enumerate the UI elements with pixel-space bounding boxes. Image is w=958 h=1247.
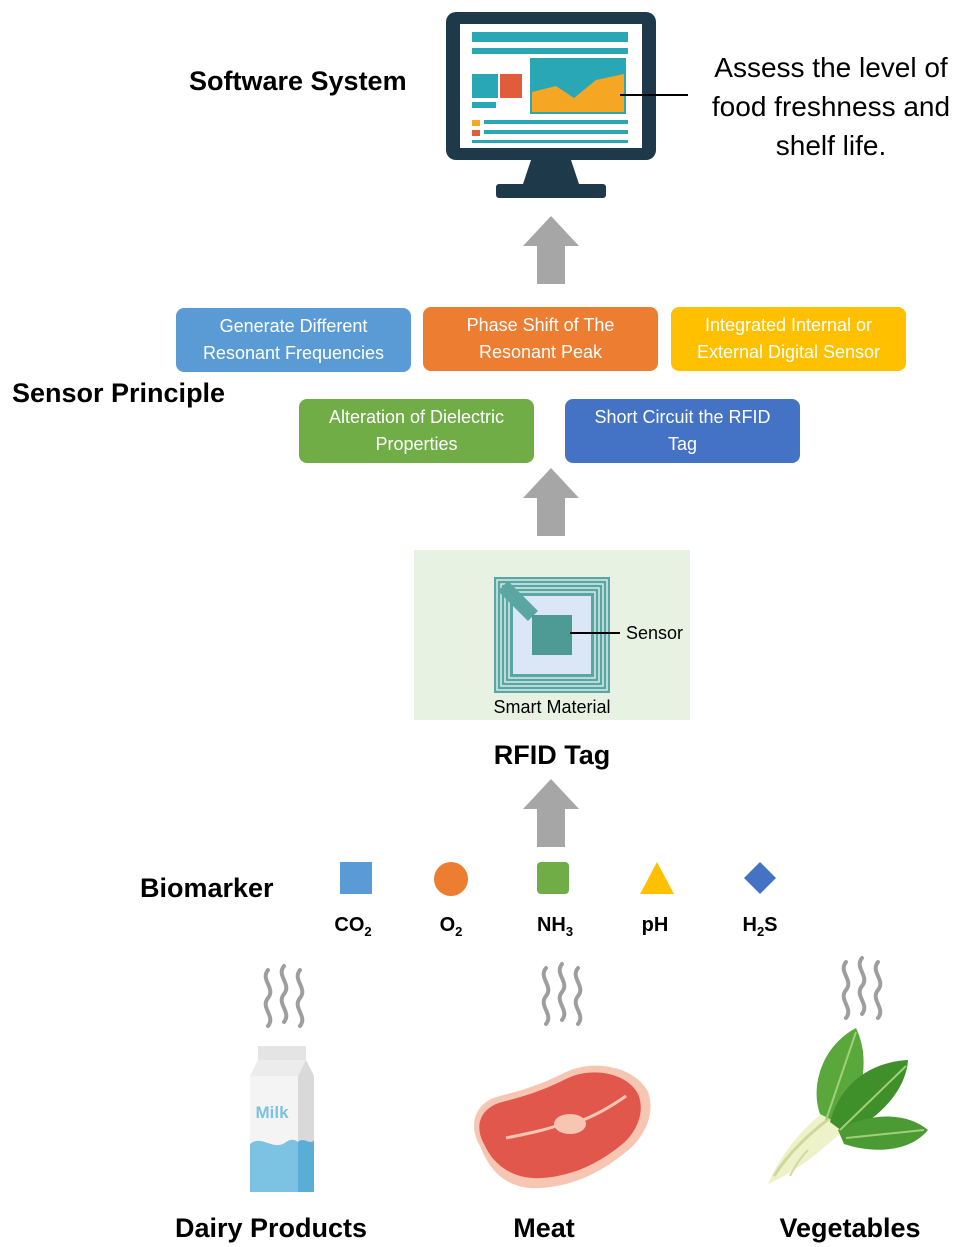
- biomarker-h2s-diamond-icon: [744, 862, 776, 894]
- bok-choy-icon: [768, 1028, 928, 1184]
- rfid-tag-icon: [494, 577, 610, 693]
- software-note-line-3: shelf life.: [775, 130, 887, 161]
- milk-text: Milk: [255, 1103, 289, 1122]
- biomarker-label-nh3: NH3: [536, 914, 574, 939]
- milk-carton-icon: Milk: [250, 1046, 314, 1192]
- principle-box-line: Generate Different: [219, 316, 368, 336]
- biomarker-o2-circle-icon: [434, 862, 468, 896]
- principle-box-dielectric: Alteration of Dielectric Properties: [299, 399, 534, 463]
- software-system-heading: Software System: [189, 66, 407, 96]
- principle-box-line: External Digital Sensor: [696, 342, 881, 362]
- up-arrow-icon: [523, 216, 579, 284]
- principle-box-line: Properties: [375, 434, 458, 454]
- biomarker-label-o2: O2: [439, 914, 463, 939]
- principle-box-line: Resonant Peak: [478, 342, 603, 362]
- biomarker-label-h2s: H2S: [742, 914, 778, 939]
- principle-box-line: Alteration of Dielectric: [328, 407, 505, 427]
- principle-box-line: Integrated Internal or: [704, 315, 873, 335]
- principle-box-phase-shift: Phase Shift of The Resonant Peak: [423, 307, 658, 371]
- biomarker-label-co2: CO2: [334, 914, 372, 939]
- sensor-pointer-line: [570, 632, 620, 634]
- food-label-vegetables: Vegetables: [779, 1213, 921, 1243]
- biomarker-co2-square-icon: [340, 862, 372, 894]
- food-label-meat: Meat: [513, 1213, 575, 1243]
- steam-icon: [841, 956, 883, 1020]
- smart-material-label: Smart Material: [493, 697, 611, 717]
- software-note-line-1: Assess the level of: [714, 52, 948, 83]
- rfid-tag-heading: RFID Tag: [493, 740, 611, 770]
- meat-steak-icon: [474, 1065, 651, 1189]
- biomarker-label-ph: pH: [641, 914, 669, 936]
- biomarker-heading: Biomarker: [140, 873, 274, 903]
- steam-icon: [263, 964, 305, 1028]
- food-label-dairy: Dairy Products: [174, 1213, 368, 1243]
- up-arrow-icon: [523, 468, 579, 536]
- up-arrow-icon: [523, 779, 579, 847]
- principle-box-short-circuit: Short Circuit the RFID Tag: [565, 399, 800, 463]
- software-note: Assess the level of food freshness and s…: [700, 48, 958, 165]
- principle-box-line: Short Circuit the RFID: [594, 407, 771, 427]
- biomarker-ph-triangle-icon: [640, 862, 674, 894]
- principle-box-resonant-frequencies: Generate Different Resonant Frequencies: [176, 308, 411, 372]
- principle-box-line: Tag: [667, 434, 698, 454]
- principle-box-digital-sensor: Integrated Internal or External Digital …: [671, 307, 906, 371]
- steam-icon: [541, 962, 583, 1026]
- sensor-label: Sensor: [626, 623, 684, 643]
- monitor-icon: [446, 12, 658, 198]
- principle-box-line: Resonant Frequencies: [202, 343, 385, 363]
- biomarker-nh3-square-icon: [537, 862, 569, 894]
- software-note-line-2: food freshness and: [711, 91, 951, 122]
- software-pointer-line: [620, 94, 688, 96]
- sensor-principle-heading: Sensor Principle: [12, 378, 226, 408]
- principle-box-line: Phase Shift of The: [466, 315, 615, 335]
